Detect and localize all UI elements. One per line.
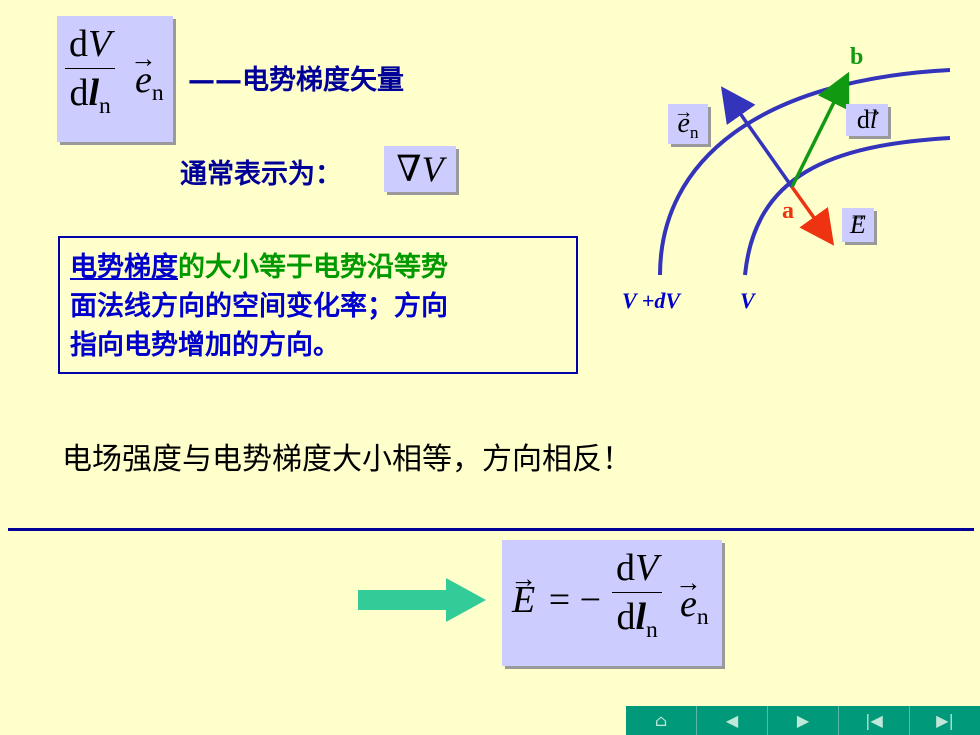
definition-line1: 的大小等于电势沿等势 [178, 252, 448, 283]
equipotential-curve-inner [743, 136, 951, 276]
unit-normal-sub: n [151, 80, 164, 107]
dl-l: l [870, 104, 877, 136]
en-label-box: en [668, 104, 708, 144]
f2-den-d: d [616, 596, 636, 638]
den-l: l [88, 72, 99, 114]
next-icon: ▶ [796, 711, 810, 730]
definition-box: 电势梯度的大小等于电势沿等势 面法线方向的空间变化率；方向 指向电势增加的方向。 [58, 236, 578, 374]
den-sub: n [99, 93, 111, 120]
prev-icon: ◀ [725, 711, 739, 730]
definition-term: 电势梯度 [70, 252, 178, 283]
formula2-fraction: dV dln [612, 546, 663, 643]
en-sub: n [689, 123, 699, 143]
en-e: e [677, 104, 689, 144]
slide-navigation-bar: ⌂ ◀ ▶ |◀ ▶| [626, 706, 980, 735]
formula-E: E [512, 578, 535, 622]
usually-label: 通常表示为： [180, 159, 342, 190]
v-label: V [740, 288, 755, 313]
point-b-label: b [850, 44, 864, 70]
field-gradient-formula-box: E = − dV dln en [502, 540, 722, 666]
definition-line2: 面法线方向的空间变化率；方向 [70, 291, 448, 322]
right-arrow-icon [358, 578, 486, 622]
equipotential-diagram [658, 68, 951, 276]
prev-button[interactable]: ◀ [696, 706, 767, 735]
nabla-V: V [421, 149, 444, 189]
first-icon: |◀ [865, 711, 883, 730]
point-a-label: a [782, 198, 794, 224]
f2-den-l: l [635, 596, 646, 638]
f2-num-V: V [635, 547, 659, 589]
unit-normal-e: e [135, 58, 152, 102]
formula-eq: = − [548, 579, 602, 621]
f2-num-d: d [616, 547, 635, 589]
last-button[interactable]: ▶| [909, 706, 980, 735]
num-V: V [88, 23, 112, 65]
e-label-box: E [842, 208, 874, 242]
den-d: d [69, 72, 89, 114]
nabla-v-box: ∇V [384, 146, 456, 192]
dl-arrow [790, 71, 850, 188]
conclusion-text: 电场强度与电势梯度大小相等，方向相反！ [62, 442, 632, 477]
nabla-symbol: ∇ [396, 149, 422, 189]
home-icon: ⌂ [654, 711, 668, 730]
num-d: d [69, 23, 88, 65]
home-button[interactable]: ⌂ [626, 706, 696, 735]
gradient-formula-box: dV dln en [57, 16, 173, 142]
e-field-letter: E [850, 208, 866, 242]
normal-arrow [720, 86, 794, 189]
gradient-vector-label: ——电势梯度矢量 [188, 65, 404, 96]
divider-line [8, 528, 974, 531]
f2-unit-sub: n [696, 604, 709, 631]
dl-label-box: dl [846, 104, 888, 136]
next-button[interactable]: ▶ [767, 706, 838, 735]
first-button[interactable]: |◀ [838, 706, 909, 735]
equipotential-curve-outer [658, 68, 951, 276]
last-icon: ▶| [936, 711, 954, 730]
f2-den-sub: n [646, 617, 658, 644]
gradient-fraction: dV dln [65, 22, 116, 119]
field-arrow [790, 185, 835, 246]
definition-line3: 指向电势增加的方向。 [70, 330, 340, 361]
v-plus-dv-label: V +dV [622, 288, 680, 313]
f2-unit-e: e [680, 582, 697, 626]
